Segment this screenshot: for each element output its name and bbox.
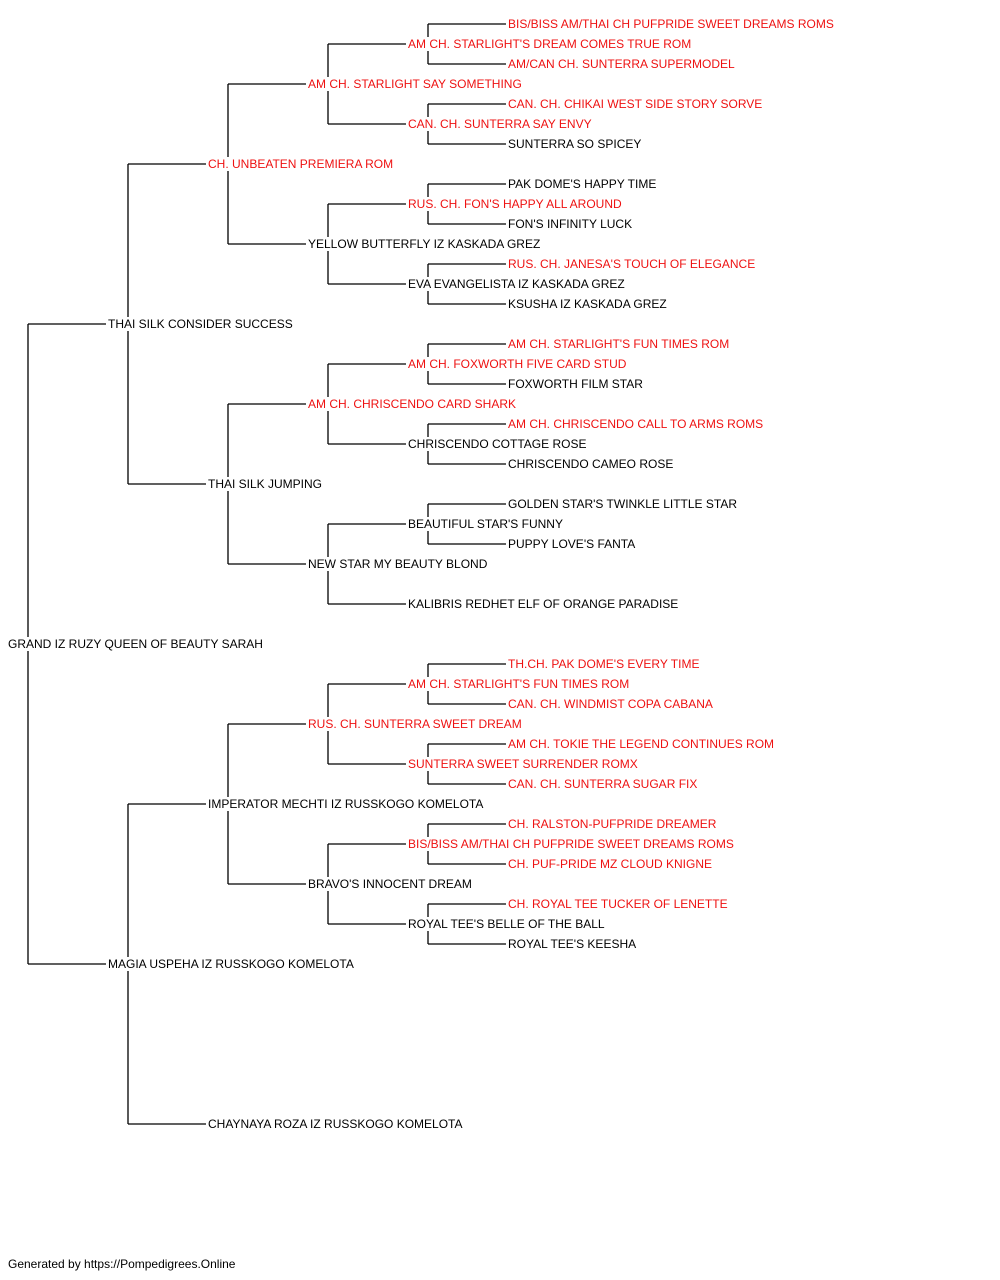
ancestor-name[interactable]: KALIBRIS REDHET ELF OF ORANGE PARADISE bbox=[407, 597, 680, 611]
ancestor-name[interactable]: CAN. CH. WINDMIST COPA CABANA bbox=[507, 697, 714, 711]
ancestor-name[interactable]: TH.CH. PAK DOME'S EVERY TIME bbox=[507, 657, 701, 671]
ancestor-name[interactable]: CHRISCENDO CAMEO ROSE bbox=[507, 457, 675, 471]
ancestor-name[interactable]: NEW STAR MY BEAUTY BLOND bbox=[307, 557, 489, 571]
ancestor-name[interactable]: AM CH. STARLIGHT'S FUN TIMES ROM bbox=[507, 337, 731, 351]
ancestor-name[interactable]: THAI SILK JUMPING bbox=[207, 477, 324, 491]
ancestor-name[interactable]: IMPERATOR MECHTI IZ RUSSKOGO KOMELOTA bbox=[207, 797, 485, 811]
ancestor-name[interactable]: PUPPY LOVE'S FANTA bbox=[507, 537, 637, 551]
ancestor-name[interactable]: CH. UNBEATEN PREMIERA ROM bbox=[207, 157, 395, 171]
ancestor-name[interactable]: THAI SILK CONSIDER SUCCESS bbox=[107, 317, 294, 331]
ancestor-name[interactable]: SUNTERRA SWEET SURRENDER ROMX bbox=[407, 757, 639, 771]
ancestor-name[interactable]: ROYAL TEE'S BELLE OF THE BALL bbox=[407, 917, 606, 931]
ancestor-name[interactable]: AM CH. STARLIGHT'S FUN TIMES ROM bbox=[407, 677, 631, 691]
ancestor-name[interactable]: FON'S INFINITY LUCK bbox=[507, 217, 634, 231]
ancestor-name[interactable]: CHRISCENDO COTTAGE ROSE bbox=[407, 437, 588, 451]
ancestor-name[interactable]: AM CH. STARLIGHT'S DREAM COMES TRUE ROM bbox=[407, 37, 693, 51]
ancestor-name[interactable]: CH. RALSTON-PUFPRIDE DREAMER bbox=[507, 817, 718, 831]
ancestor-name[interactable]: YELLOW BUTTERFLY IZ KASKADA GREZ bbox=[307, 237, 542, 251]
ancestor-name[interactable]: MAGIA USPEHA IZ RUSSKOGO KOMELOTA bbox=[107, 957, 355, 971]
ancestor-name[interactable]: CAN. CH. CHIKAI WEST SIDE STORY SORVE bbox=[507, 97, 764, 111]
ancestor-name[interactable]: AM CH. TOKIE THE LEGEND CONTINUES ROM bbox=[507, 737, 776, 751]
ancestor-name[interactable]: GOLDEN STAR'S TWINKLE LITTLE STAR bbox=[507, 497, 739, 511]
ancestor-name[interactable]: CAN. CH. SUNTERRA SAY ENVY bbox=[407, 117, 593, 131]
ancestor-name[interactable]: KSUSHA IZ KASKADA GREZ bbox=[507, 297, 668, 311]
ancestor-name[interactable]: AM CH. FOXWORTH FIVE CARD STUD bbox=[407, 357, 628, 371]
ancestor-name[interactable]: BEAUTIFUL STAR'S FUNNY bbox=[407, 517, 564, 531]
ancestor-name[interactable]: BRAVO'S INNOCENT DREAM bbox=[307, 877, 473, 891]
ancestor-name[interactable]: BIS/BISS AM/THAI CH PUFPRIDE SWEET DREAM… bbox=[407, 837, 735, 851]
ancestor-name[interactable]: FOXWORTH FILM STAR bbox=[507, 377, 644, 391]
ancestor-name[interactable]: PAK DOME'S HAPPY TIME bbox=[507, 177, 658, 191]
ancestor-name[interactable]: BIS/BISS AM/THAI CH PUFPRIDE SWEET DREAM… bbox=[507, 17, 835, 31]
ancestor-name[interactable]: CH. PUF-PRIDE MZ CLOUD KNIGNE bbox=[507, 857, 714, 871]
ancestor-name[interactable]: AM CH. STARLIGHT SAY SOMETHING bbox=[307, 77, 523, 91]
ancestor-name[interactable]: AM CH. CHRISCENDO CALL TO ARMS ROMS bbox=[507, 417, 765, 431]
ancestor-name[interactable]: RUS. CH. SUNTERRA SWEET DREAM bbox=[307, 717, 523, 731]
ancestor-name[interactable]: SUNTERRA SO SPICEY bbox=[507, 137, 643, 151]
ancestor-name[interactable]: CHAYNAYA ROZA IZ RUSSKOGO KOMELOTA bbox=[207, 1117, 464, 1131]
ancestor-name[interactable]: AM CH. CHRISCENDO CARD SHARK bbox=[307, 397, 518, 411]
ancestor-name[interactable]: AM/CAN CH. SUNTERRA SUPERMODEL bbox=[507, 57, 736, 71]
ancestor-name[interactable]: CH. ROYAL TEE TUCKER OF LENETTE bbox=[507, 897, 729, 911]
ancestor-name[interactable]: GRAND IZ RUZY QUEEN OF BEAUTY SARAH bbox=[7, 637, 264, 651]
ancestor-name[interactable]: CAN. CH. SUNTERRA SUGAR FIX bbox=[507, 777, 699, 791]
ancestor-name[interactable]: EVA EVANGELISTA IZ KASKADA GREZ bbox=[407, 277, 626, 291]
ancestor-name[interactable]: RUS. CH. FON'S HAPPY ALL AROUND bbox=[407, 197, 623, 211]
generated-by-footer[interactable]: Generated by https://Pompedigrees.Online bbox=[8, 1257, 236, 1271]
ancestor-name[interactable]: ROYAL TEE'S KEESHA bbox=[507, 937, 638, 951]
ancestor-name[interactable]: RUS. CH. JANESA'S TOUCH OF ELEGANCE bbox=[507, 257, 757, 271]
